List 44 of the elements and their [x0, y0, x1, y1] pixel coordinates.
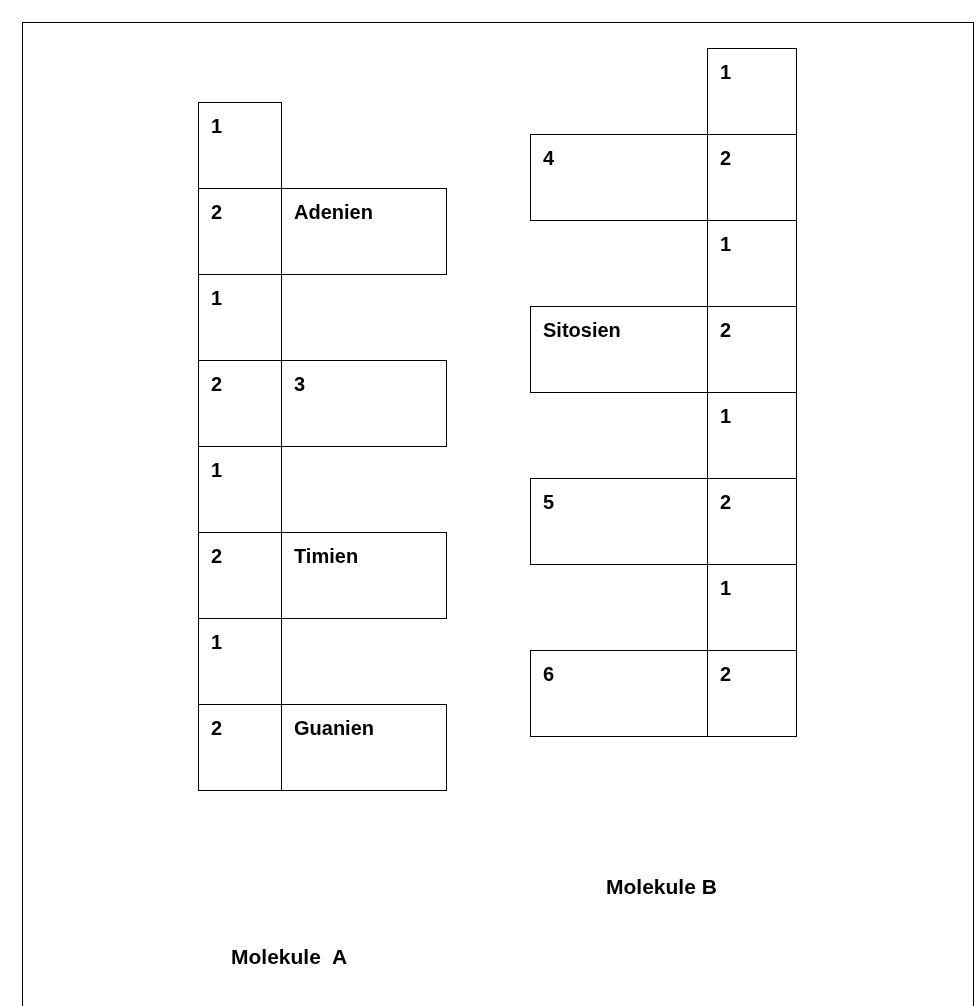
nucleotide-cell	[530, 478, 708, 565]
nucleotide-cell	[281, 360, 447, 447]
cell-label: Guanien	[294, 717, 374, 740]
nucleotide-cell	[530, 306, 708, 393]
cell-label: 5	[543, 491, 555, 514]
cell-label: 6	[543, 663, 555, 686]
cell-label: 2	[211, 545, 223, 568]
cell-label: 2	[720, 319, 732, 342]
nucleotide-cell	[707, 564, 797, 651]
cell-label: 1	[211, 631, 223, 654]
cell-label: 1	[720, 405, 732, 428]
cell-label: 1	[211, 115, 223, 138]
cell-label: Adenien	[294, 201, 373, 224]
cell-label: Sitosien	[543, 319, 621, 342]
nucleotide-cell	[198, 704, 282, 791]
cell-label: 3	[294, 373, 306, 396]
cell-label: 1	[211, 459, 223, 482]
nucleotide-cell	[198, 618, 282, 705]
cell-label: 2	[720, 147, 732, 170]
nucleotide-cell	[530, 650, 708, 737]
cell-label: 4	[543, 147, 555, 170]
cell-label: Timien	[294, 545, 359, 568]
cell-label: 2	[211, 201, 223, 224]
cell-label: 1	[211, 287, 223, 310]
nucleotide-cell	[530, 134, 708, 221]
cell-label: 2	[211, 373, 223, 396]
nucleotide-cell	[198, 102, 282, 189]
nucleotide-cell	[707, 650, 797, 737]
cell-label: 1	[720, 61, 732, 84]
molecule-caption: Molekule B	[606, 875, 717, 899]
nucleotide-cell	[707, 48, 797, 135]
cell-label: 2	[720, 491, 732, 514]
nucleotide-cell	[281, 532, 447, 619]
nucleotide-cell	[281, 188, 447, 275]
nucleotide-cell	[281, 704, 447, 791]
cell-label: 1	[720, 233, 732, 256]
molecule-caption: Molekule A	[231, 945, 348, 969]
nucleotide-cell	[198, 446, 282, 533]
cell-label: 2	[211, 717, 223, 740]
nucleotide-cell	[707, 392, 797, 479]
cell-label: 2	[720, 663, 732, 686]
nucleotide-cell	[198, 274, 282, 361]
nucleotide-cell	[707, 220, 797, 307]
cell-label: 1	[720, 577, 732, 600]
